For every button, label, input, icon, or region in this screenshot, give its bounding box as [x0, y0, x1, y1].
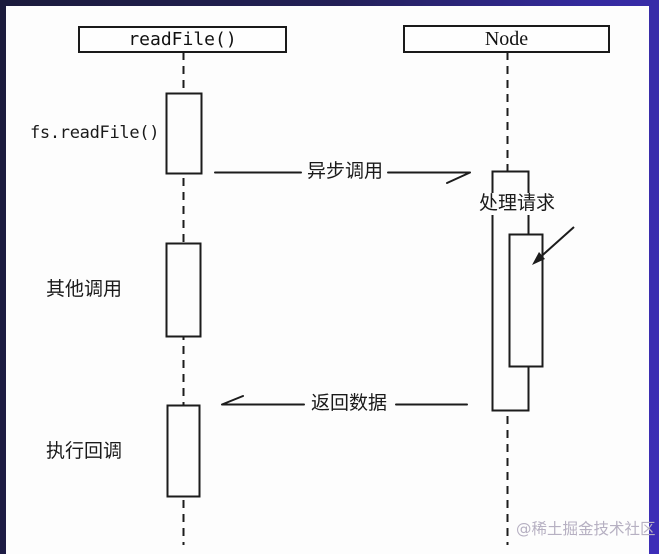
activation-fs-readfile — [165, 92, 203, 175]
label-other-calls: 其他调用 — [46, 279, 123, 300]
label-fs-readfile: fs.readFile() — [30, 123, 160, 143]
handle-request-pointer-arrow — [535, 226, 575, 262]
label-async-call: 异步调用 — [306, 161, 383, 182]
activation-other-calls — [165, 242, 202, 338]
label-exec-callback: 执行回调 — [46, 441, 123, 462]
label-handle-request: 处理请求 — [467, 193, 567, 215]
activation-node-inner — [508, 233, 544, 368]
watermark-text: @稀土掘金技术社区 — [516, 520, 656, 538]
return-data-arrow — [221, 395, 468, 406]
async-call-arrow — [214, 171, 471, 184]
handle-request-pointer-arrowhead — [532, 252, 545, 265]
actor-box-node: Node — [403, 25, 610, 53]
activation-exec-callback — [166, 404, 201, 498]
actor-box-readfile: readFile() — [78, 26, 287, 53]
label-return-data: 返回数据 — [310, 393, 387, 414]
